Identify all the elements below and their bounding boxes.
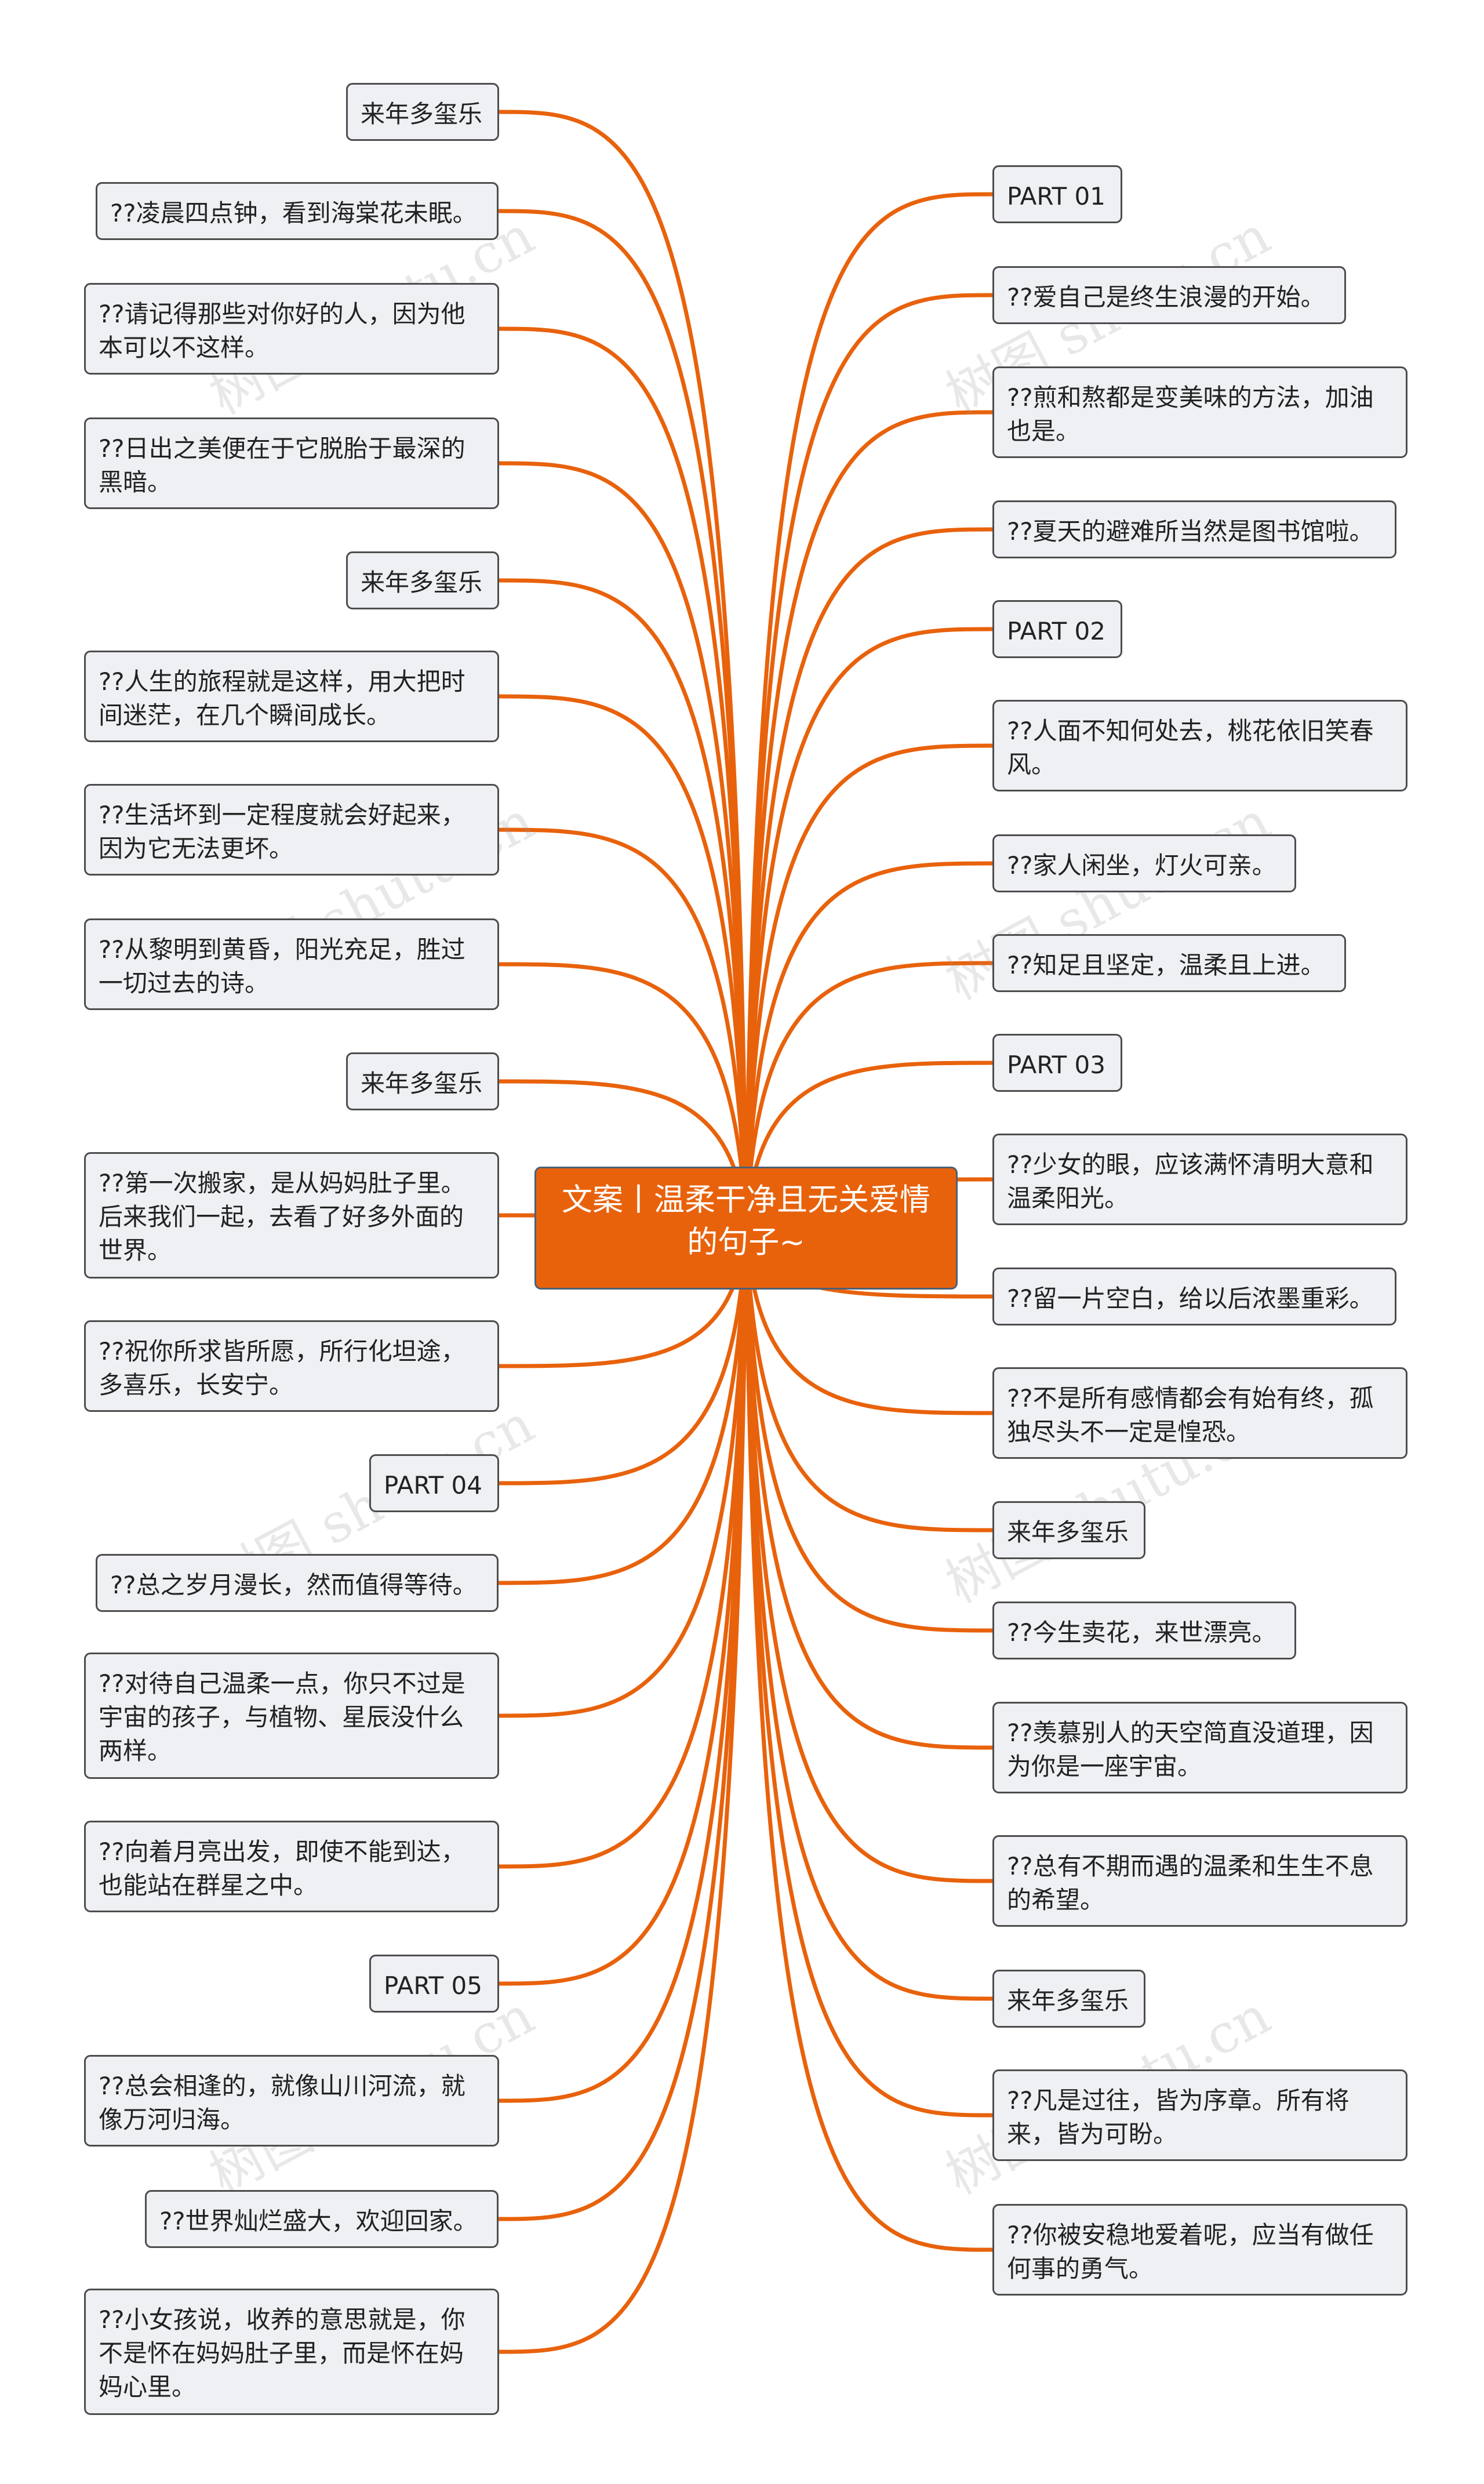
right-topic-5[interactable]: PART 02 (992, 600, 1122, 658)
right-connector-12 (744, 1226, 995, 1415)
right-topic-10[interactable]: ??少女的眼，应该满怀清明大意和温柔阳光。 (992, 1134, 1407, 1225)
left-connector-17 (497, 1226, 748, 2103)
right-connector-15 (744, 1226, 995, 1750)
left-connector-6 (497, 694, 748, 1230)
right-topic-12[interactable]: ??不是所有感情都会有始有终，孤独尽头不一定是惶恐。 (992, 1367, 1407, 1459)
left-connector-2 (496, 209, 748, 1230)
left-topic-19[interactable]: ??小女孩说，收养的意思就是，你不是怀在妈妈肚子里，而是怀在妈妈心里。 (84, 2289, 499, 2415)
left-topic-10[interactable]: ??第一次搬家，是从妈妈肚子里。后来我们一起，去看了好多外面的世界。 (84, 1152, 499, 1279)
right-topic-3[interactable]: ??煎和熬都是变美味的方法，加油也是。 (992, 366, 1407, 458)
left-connector-13 (496, 1226, 748, 1585)
left-topic-2[interactable]: ??凌晨四点钟，看到海棠花未眠。 (96, 182, 499, 240)
root-topic[interactable]: 文案丨温柔干净且无关爱情的句子~ (534, 1167, 958, 1290)
left-connector-16 (497, 1226, 748, 1986)
right-topic-18[interactable]: ??凡是过往，皆为序章。所有将来，皆为可盼。 (992, 2069, 1407, 2161)
right-connector-13 (744, 1226, 995, 1532)
left-topic-11[interactable]: ??祝你所求皆所愿，所行化坦途，多喜乐，长安宁。 (84, 1320, 499, 1412)
right-connector-3 (744, 410, 995, 1230)
right-connector-18 (744, 1226, 995, 2118)
left-topic-3[interactable]: ??请记得那些对你好的人，因为他本可以不这样。 (84, 283, 499, 375)
left-connector-3 (497, 326, 748, 1230)
right-topic-15[interactable]: ??羡慕别人的天空简直没道理，因为你是一座宇宙。 (992, 1702, 1407, 1793)
right-topic-19[interactable]: ??你被安稳地爱着呢，应当有做任何事的勇气。 (992, 2204, 1407, 2296)
left-connector-7 (497, 827, 748, 1230)
right-connector-6 (744, 743, 995, 1230)
right-connector-7 (744, 861, 995, 1230)
left-connector-4 (497, 461, 748, 1230)
left-topic-14[interactable]: ??对待自己温柔一点，你只不过是宇宙的孩子，与植物、星辰没什么两样。 (84, 1653, 499, 1779)
right-connector-2 (744, 293, 995, 1230)
right-topic-4[interactable]: ??夏天的避难所当然是图书馆啦。 (992, 500, 1396, 558)
right-topic-6[interactable]: ??人面不知何处去，桃花依旧笑春风。 (992, 700, 1407, 791)
right-connector-5 (744, 627, 995, 1230)
right-connector-8 (744, 961, 995, 1230)
left-topic-4[interactable]: ??日出之美便在于它脱胎于最深的黑暗。 (84, 417, 499, 509)
left-topic-7[interactable]: ??生活坏到一定程度就会好起来，因为它无法更坏。 (84, 784, 499, 876)
right-topic-1[interactable]: PART 01 (992, 165, 1122, 223)
right-connector-16 (744, 1226, 995, 1883)
left-connector-19 (497, 1226, 748, 2354)
left-topic-9[interactable]: 来年多玺乐 (346, 1052, 499, 1110)
right-connector-1 (744, 192, 995, 1230)
left-connector-14 (497, 1226, 748, 1718)
right-topic-17[interactable]: 来年多玺乐 (992, 1970, 1145, 2028)
left-connector-8 (497, 962, 748, 1230)
left-topic-8[interactable]: ??从黎明到黄昏，阳光充足，胜过一切过去的诗。 (84, 918, 499, 1010)
left-topic-5[interactable]: 来年多玺乐 (346, 551, 499, 609)
left-topic-16[interactable]: PART 05 (369, 1955, 499, 2013)
right-connector-17 (744, 1226, 995, 2001)
left-topic-6[interactable]: ??人生的旅程就是这样，用大把时间迷茫，在几个瞬间成长。 (84, 651, 499, 742)
left-topic-18[interactable]: ??世界灿烂盛大，欢迎回家。 (145, 2190, 499, 2248)
left-connector-1 (497, 110, 748, 1230)
left-topic-1[interactable]: 来年多玺乐 (346, 83, 499, 141)
left-topic-12[interactable]: PART 04 (369, 1454, 499, 1512)
right-connector-4 (744, 527, 995, 1230)
right-topic-14[interactable]: ??今生卖花，来世漂亮。 (992, 1601, 1296, 1659)
left-connector-5 (497, 578, 748, 1230)
right-topic-16[interactable]: ??总有不期而遇的温柔和生生不息的希望。 (992, 1835, 1407, 1927)
right-topic-11[interactable]: ??留一片空白，给以后浓墨重彩。 (992, 1268, 1396, 1325)
left-topic-13[interactable]: ??总之岁月漫长，然而值得等待。 (96, 1554, 499, 1612)
right-topic-8[interactable]: ??知足且坚定，温柔且上进。 (992, 934, 1346, 992)
right-topic-7[interactable]: ??家人闲坐，灯火可亲。 (992, 834, 1296, 892)
right-connector-14 (744, 1226, 995, 1633)
left-topic-15[interactable]: ??向着月亮出发，即使不能到达，也能站在群星之中。 (84, 1821, 499, 1912)
right-topic-13[interactable]: 来年多玺乐 (992, 1501, 1145, 1559)
left-connector-12 (497, 1226, 748, 1486)
right-connector-19 (744, 1226, 995, 2252)
right-topic-2[interactable]: ??爱自己是终生浪漫的开始。 (992, 266, 1346, 324)
left-connector-18 (496, 1226, 748, 2221)
right-topic-9[interactable]: PART 03 (992, 1034, 1122, 1092)
left-connector-15 (497, 1226, 748, 1869)
left-topic-17[interactable]: ??总会相逢的，就像山川河流，就像万河归海。 (84, 2055, 499, 2147)
